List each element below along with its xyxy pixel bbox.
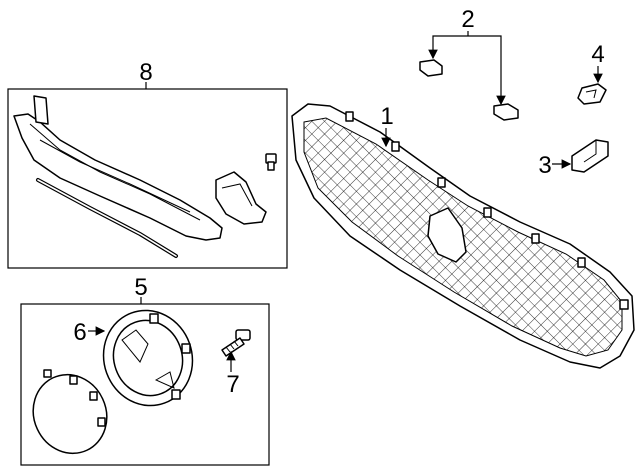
callout-1: 1	[380, 103, 393, 130]
emblem-cap	[32, 369, 108, 455]
grille-mounting-tabs	[345, 111, 629, 310]
clip-lower	[493, 103, 519, 121]
emblem-ring	[102, 309, 194, 407]
callout-4: 4	[591, 41, 604, 68]
callout-3: 3	[538, 152, 551, 179]
grille-assembly	[291, 103, 635, 369]
callout-8: 8	[139, 59, 152, 86]
callout-6: 6	[73, 319, 86, 346]
emblem-screw	[221, 329, 251, 357]
grille-emblem-opening	[427, 207, 467, 263]
bracket-end-clip	[215, 171, 267, 225]
bracket-assembly-group	[7, 82, 288, 269]
bracket-assembly-box	[7, 88, 288, 269]
bracket-tab	[33, 95, 49, 125]
callout-2: 2	[461, 6, 474, 33]
bracket-clip	[577, 66, 607, 105]
emblem-group	[20, 297, 270, 466]
callout-5: 5	[134, 274, 147, 301]
upper-bracket	[13, 113, 223, 241]
emblem-box	[20, 303, 270, 466]
callout-7: 7	[226, 371, 239, 398]
retainer-bracket	[552, 139, 609, 173]
callout-2-leader	[432, 35, 502, 100]
clip-upper	[419, 59, 443, 77]
retainer-clips	[419, 31, 519, 121]
bracket-bolt	[265, 153, 277, 171]
